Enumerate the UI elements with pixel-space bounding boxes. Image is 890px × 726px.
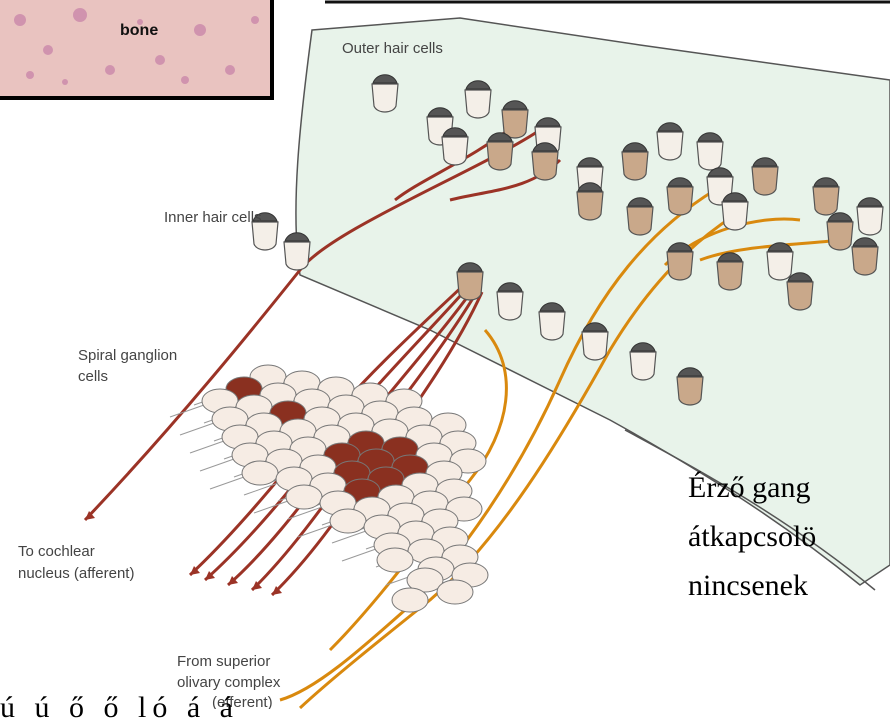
hair-cell xyxy=(284,233,310,270)
ganglion-process xyxy=(180,423,214,435)
histology-inset: bone xyxy=(0,0,272,98)
hair-cell xyxy=(677,368,703,405)
ganglion-cell xyxy=(286,485,322,509)
hair-cell xyxy=(722,193,748,230)
hair-cell xyxy=(667,178,693,215)
label-from-superior-1: From superior xyxy=(177,653,270,670)
ganglion-cell xyxy=(392,588,428,612)
hair-cell xyxy=(487,133,513,170)
hair-cell xyxy=(787,273,813,310)
hair-cell xyxy=(717,253,743,290)
hair-cell xyxy=(667,243,693,280)
bottom-cut-text: ú ú ő ő ló á á xyxy=(0,690,239,726)
ganglion-process xyxy=(342,549,376,561)
caption-line-2: átkapcsolö xyxy=(688,519,816,555)
ganglion-cell xyxy=(330,509,366,533)
hair-cell xyxy=(697,133,723,170)
ganglion-process xyxy=(210,477,244,489)
label-to-cochlear-2: nucleus (afferent) xyxy=(18,565,134,582)
label-to-cochlear-1: To cochlear xyxy=(18,543,95,560)
hair-cell xyxy=(457,263,483,300)
ganglion-cell xyxy=(377,548,413,572)
label-from-superior-2: olivary complex xyxy=(177,674,281,691)
hair-cell xyxy=(539,303,565,340)
hair-cell xyxy=(657,123,683,160)
ganglion-process xyxy=(190,441,224,453)
hair-cell xyxy=(852,238,878,275)
ganglion-cell xyxy=(437,580,473,604)
caption-line-1: Érző gang xyxy=(688,470,810,506)
hair-cell xyxy=(813,178,839,215)
caption-line-3: nincsenek xyxy=(688,568,808,604)
hair-cell xyxy=(372,75,398,112)
hair-cell xyxy=(465,81,491,118)
label-spiral-ganglion-2: cells xyxy=(78,368,108,385)
hair-cell xyxy=(622,143,648,180)
hair-cell xyxy=(577,183,603,220)
hair-cell xyxy=(857,198,883,235)
hair-cell xyxy=(532,143,558,180)
label-spiral-ganglion-1: Spiral ganglion xyxy=(78,347,177,364)
hair-cell xyxy=(752,158,778,195)
label-inner-hair-cells: Inner hair cells xyxy=(164,209,262,226)
hair-cell xyxy=(827,213,853,250)
spiral-ganglion-cluster xyxy=(170,365,488,612)
hair-cell xyxy=(582,323,608,360)
hair-cell xyxy=(442,128,468,165)
hair-cell xyxy=(630,343,656,380)
ganglion-cell xyxy=(242,461,278,485)
inset-bone-label: bone xyxy=(120,22,158,39)
hair-cell xyxy=(767,243,793,280)
ganglion-process xyxy=(200,459,234,471)
label-outer-hair-cells: Outer hair cells xyxy=(342,40,443,57)
hair-cell xyxy=(502,101,528,138)
hair-cell xyxy=(627,198,653,235)
hair-cell xyxy=(497,283,523,320)
